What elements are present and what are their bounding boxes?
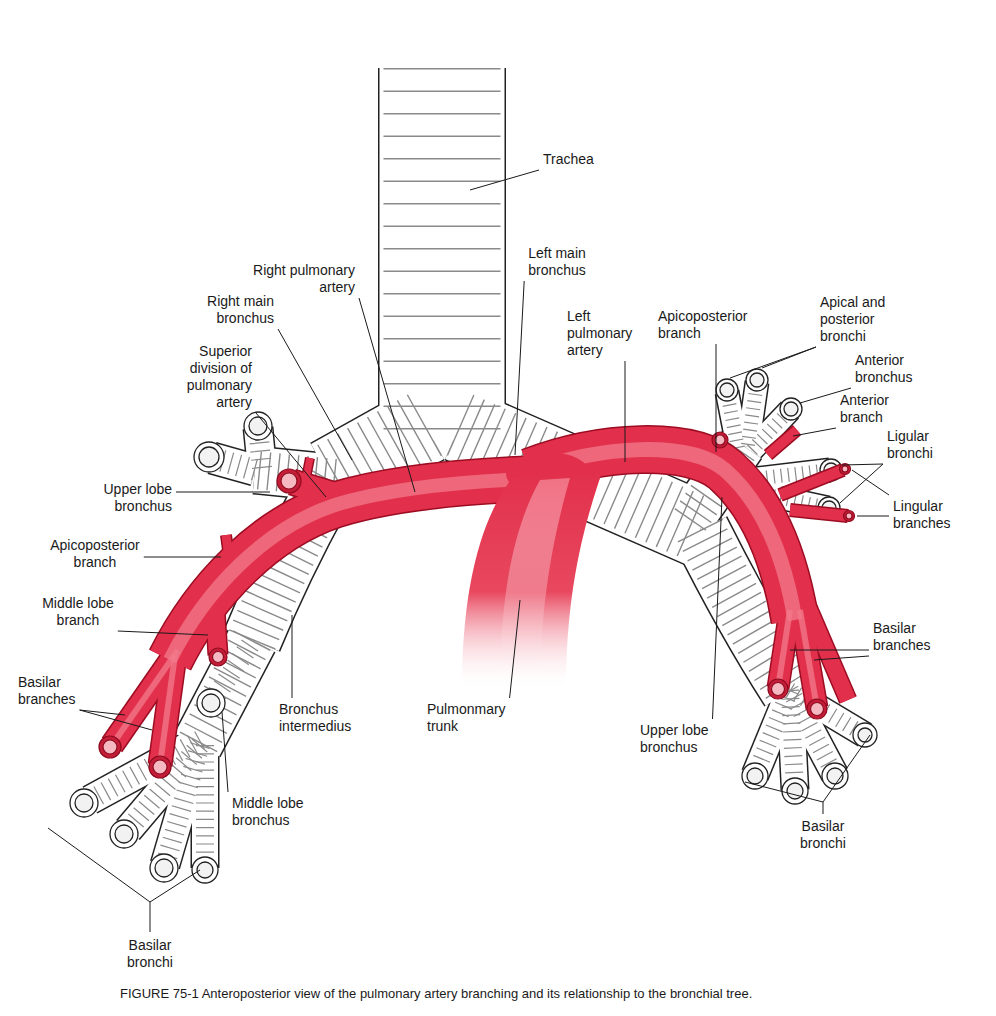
- leader-line: [278, 329, 352, 460]
- anatomy-label: Left pulmonary artery: [567, 308, 632, 358]
- leader-line: [790, 650, 869, 651]
- anatomy-label-box: Ligular bronchi: [887, 428, 953, 462]
- anatomy-label: Basilar bronchi: [800, 818, 846, 851]
- anatomy-label: Upper lobe bronchus: [640, 722, 709, 755]
- anatomy-label-box: Upper lobe bronchus: [76, 481, 172, 515]
- anatomy-label: Bronchus intermedius: [279, 701, 351, 734]
- anatomy-label: Basilar branches: [873, 620, 931, 653]
- anatomy-label-box: Trachea: [543, 151, 613, 168]
- anatomy-label-box: Bronchus intermedius: [279, 701, 379, 735]
- anatomy-label-box: Upper lobe bronchus: [640, 722, 744, 756]
- leader-line: [852, 470, 889, 495]
- bracket: [48, 735, 870, 932]
- anatomy-label-box: Lingular branches: [893, 498, 969, 532]
- anatomy-label: Anterior branch: [840, 392, 889, 425]
- artery-highlight: [112, 450, 817, 765]
- leader-line: [80, 710, 152, 730]
- leader-line: [842, 464, 883, 465]
- anatomy-label-box: Apicoposterior branch: [658, 308, 762, 342]
- anatomy-label-box: Basilar branches: [873, 620, 947, 654]
- anatomy-label: Superior division of pulmonary artery: [187, 343, 252, 410]
- anatomy-label-box: Pulmonmary trunk: [427, 701, 527, 735]
- leader-line: [144, 557, 221, 558]
- anatomy-label-box: Left pulmonary artery: [567, 308, 645, 359]
- leader-line: [80, 710, 125, 715]
- anatomy-label-box: Left main bronchus: [517, 245, 597, 279]
- anatomy-label: Right main bronchus: [207, 293, 274, 326]
- leader-line: [515, 281, 524, 455]
- anatomy-label: Apicoposterior branch: [50, 537, 140, 570]
- leader-line: [359, 298, 415, 492]
- anatomy-label: Apicoposterior branch: [658, 308, 748, 341]
- anatomy-label-box: Basilar bronchi: [783, 818, 863, 852]
- leader-line: [176, 492, 270, 493]
- anatomy-label: Basilar bronchi: [127, 937, 173, 970]
- bronchus-fill: [90, 68, 865, 868]
- leader-line: [292, 615, 293, 698]
- bronchus-outline: [90, 68, 865, 868]
- anatomy-label: Right pulmonary artery: [253, 262, 355, 295]
- anatomy-label-box: Basilar branches: [18, 674, 88, 708]
- anatomy-label: Ligular bronchi: [887, 428, 933, 461]
- bronchus-ends: [70, 369, 877, 883]
- anatomy-label-box: Apical and posterior bronchi: [820, 294, 904, 345]
- anatomy-label: Lingular branches: [893, 498, 951, 531]
- anatomy-label-box: Middle lobe bronchus: [232, 795, 336, 829]
- anatomy-label: Trachea: [543, 151, 594, 167]
- leader-line: [713, 497, 723, 719]
- leader-line: [625, 361, 626, 462]
- anatomy-label-box: Anterior branch: [840, 392, 912, 426]
- artery-ends: [99, 432, 855, 778]
- anatomy-label-box: Anterior bronchus: [855, 352, 935, 386]
- anatomy-label-box: Superior division of pulmonary artery: [168, 343, 252, 411]
- leader-line: [222, 712, 228, 792]
- leader-line: [730, 347, 816, 378]
- leader-line: [857, 516, 889, 517]
- anatomy-label: Middle lobe bronchus: [232, 795, 304, 828]
- leader-line: [793, 428, 836, 436]
- leader-line: [762, 347, 816, 368]
- anatomy-label-box: Apicoposterior branch: [43, 537, 147, 571]
- leader-line: [716, 344, 717, 452]
- anatomy-label: Pulmonmary trunk: [427, 701, 506, 734]
- leader-line: [510, 600, 520, 698]
- anatomy-label-box: Basilar bronchi: [110, 937, 190, 971]
- cartilage-rings: [90, 68, 865, 868]
- anatomy-label: Left main bronchus: [528, 245, 586, 278]
- anatomy-label: Upper lobe bronchus: [104, 481, 173, 514]
- leader-line: [840, 464, 883, 503]
- anatomy-label: Anterior bronchus: [855, 352, 913, 385]
- anatomy-label: Apical and posterior bronchi: [820, 294, 885, 344]
- pulmonary-trunk: [462, 452, 602, 690]
- anatomy-label-box: Right main bronchus: [192, 293, 274, 327]
- anatomy-label: Basilar branches: [18, 674, 76, 707]
- anatomy-label-box: Right pulmonary artery: [237, 262, 355, 296]
- leader-line: [814, 656, 869, 660]
- anatomy-label: Middle lobe branch: [42, 595, 114, 628]
- leader-line: [256, 413, 326, 497]
- figure-caption: FIGURE 75-1 Anteroposterior view of the …: [120, 986, 752, 1002]
- leader-line: [118, 631, 208, 635]
- anatomy-label-box: Middle lobe branch: [31, 595, 125, 629]
- leader-line: [470, 170, 539, 190]
